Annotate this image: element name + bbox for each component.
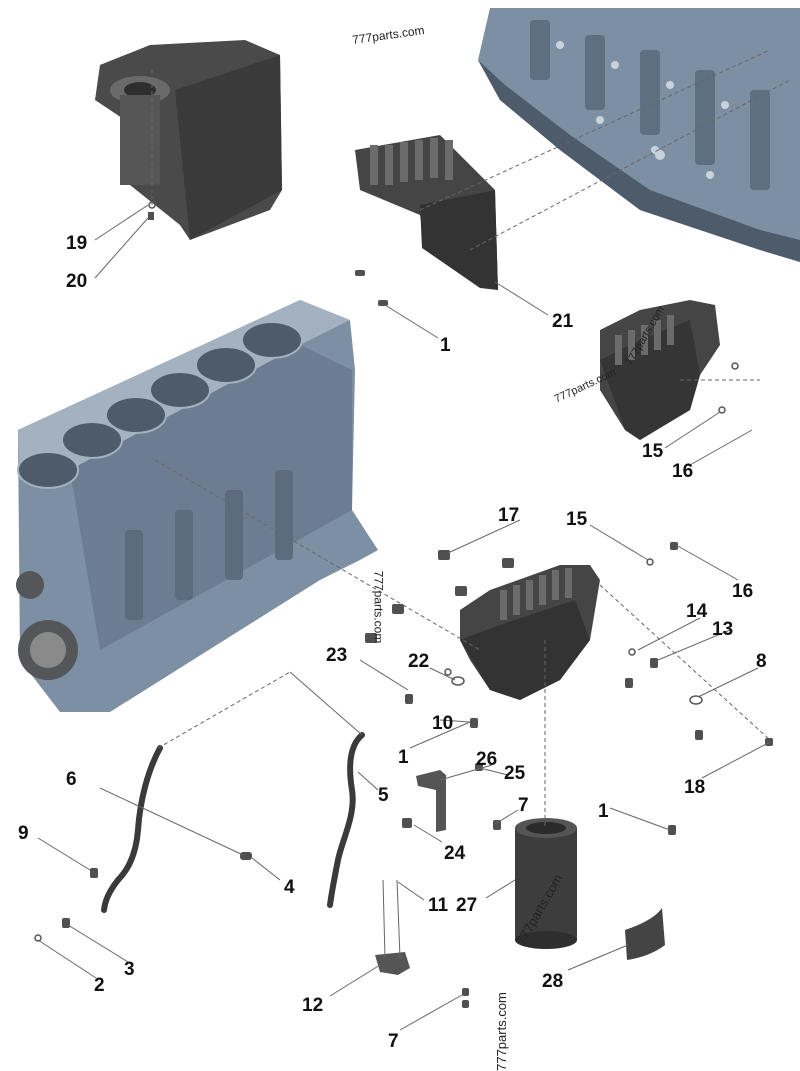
watermark: 777parts.com bbox=[493, 992, 509, 1071]
callout-10: 10 bbox=[432, 713, 454, 734]
callout-17: 17 bbox=[498, 505, 520, 526]
callout-1: 1 bbox=[598, 801, 609, 822]
watermark: 777parts.com bbox=[371, 570, 386, 644]
callout-13: 13 bbox=[712, 619, 734, 640]
callout-16: 16 bbox=[672, 461, 694, 482]
callout-4: 4 bbox=[284, 877, 295, 898]
callout-6: 6 bbox=[66, 769, 77, 790]
callout-16: 16 bbox=[732, 581, 754, 602]
callout-8: 8 bbox=[756, 651, 767, 672]
callout-27: 27 bbox=[456, 895, 478, 916]
oil-tubes bbox=[101, 732, 365, 913]
bracket-24 bbox=[416, 770, 446, 832]
callout-14: 14 bbox=[686, 601, 708, 622]
engine-block-main bbox=[16, 300, 378, 712]
callout-1: 1 bbox=[440, 335, 451, 356]
callout-2: 2 bbox=[94, 975, 105, 996]
oil-filter bbox=[515, 818, 577, 949]
callout-26: 26 bbox=[476, 749, 498, 770]
mounting-bracket-housing bbox=[95, 40, 282, 240]
callout-15: 15 bbox=[642, 441, 664, 462]
callout-25: 25 bbox=[504, 763, 526, 784]
callout-22: 22 bbox=[408, 651, 430, 672]
filter-wrench-28 bbox=[625, 908, 665, 960]
filter-head-middle bbox=[600, 300, 720, 440]
bracket-12 bbox=[375, 952, 410, 975]
callout-20: 20 bbox=[66, 271, 88, 292]
callout-28: 28 bbox=[542, 971, 564, 992]
leader-lines bbox=[37, 49, 791, 1031]
engine-block-top-right bbox=[478, 8, 800, 262]
callout-9: 9 bbox=[18, 823, 29, 844]
callout-24: 24 bbox=[444, 843, 466, 864]
callout-7: 7 bbox=[388, 1031, 399, 1052]
callout-5: 5 bbox=[378, 785, 389, 806]
callout-11: 11 bbox=[428, 895, 449, 916]
callout-7: 7 bbox=[518, 795, 529, 816]
callout-15: 15 bbox=[566, 509, 588, 530]
o-rings bbox=[34, 201, 739, 942]
filter-head-upper bbox=[355, 135, 498, 290]
callout-23: 23 bbox=[326, 645, 348, 666]
callout-19: 19 bbox=[66, 233, 88, 254]
callout-21: 21 bbox=[552, 311, 574, 332]
callout-1: 1 bbox=[398, 747, 409, 768]
callout-18: 18 bbox=[684, 777, 706, 798]
filter-head-main bbox=[460, 565, 600, 700]
small-parts bbox=[62, 212, 773, 1008]
callout-3: 3 bbox=[124, 959, 135, 980]
callout-12: 12 bbox=[302, 995, 324, 1016]
